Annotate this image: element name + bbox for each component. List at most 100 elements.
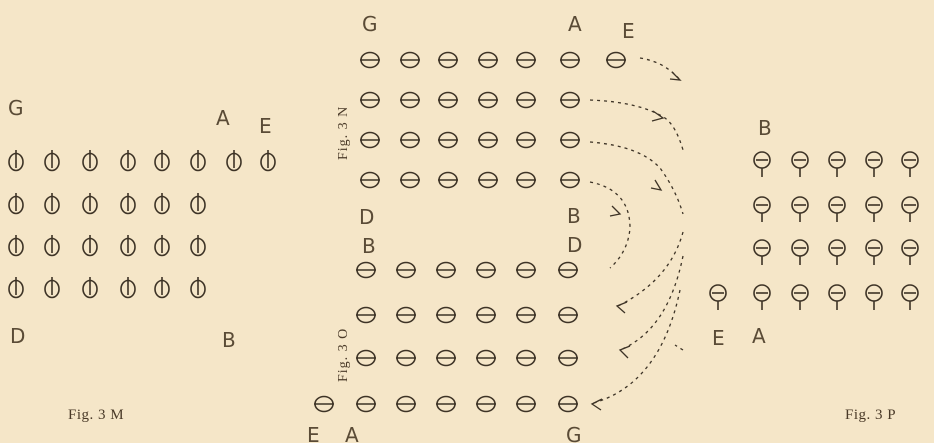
fig-n-glyph xyxy=(516,53,536,68)
fig-p-glyph xyxy=(866,240,882,265)
fig-o-glyph xyxy=(356,263,376,278)
fig-n-glyph xyxy=(516,133,536,148)
fig-n-label-b: B xyxy=(567,204,581,228)
arrow-row-4 xyxy=(590,182,630,268)
fig-m-label-b: B xyxy=(222,328,236,352)
fig-p-glyph xyxy=(902,197,918,222)
fig-o-glyph-e xyxy=(314,397,334,412)
transition-arrows xyxy=(590,58,683,410)
fig-m-glyph xyxy=(45,150,59,171)
fig-m-glyph xyxy=(121,235,135,256)
fig-o-glyph xyxy=(356,308,376,323)
fig-n-glyph xyxy=(438,173,458,188)
fig-m-glyph-e xyxy=(261,150,275,171)
fig-n-glyph xyxy=(360,173,380,188)
fig-m-label-a: A xyxy=(216,106,230,130)
fig-o-glyph xyxy=(436,263,456,278)
fig-n-label-g: G xyxy=(362,12,378,36)
fig-o-glyph xyxy=(476,397,496,412)
fig-o-label-b: B xyxy=(362,234,376,258)
arrow-row-8 xyxy=(675,345,683,350)
fig-o-glyph xyxy=(476,308,496,323)
arrow-row-7 xyxy=(590,290,680,404)
fig-o-glyph xyxy=(558,263,578,278)
fig-o-glyph xyxy=(396,263,416,278)
fig-o-glyph xyxy=(436,397,456,412)
arrow-row-6-head xyxy=(620,346,630,358)
arrow-row-5 xyxy=(618,232,683,306)
fig-n-glyph xyxy=(478,133,498,148)
fig-n-glyph xyxy=(516,173,536,188)
fig-m-glyph xyxy=(83,193,97,214)
fig-p-glyph xyxy=(754,152,770,177)
fig-p-glyph xyxy=(829,152,845,177)
fig-p-glyph xyxy=(902,285,918,310)
fig-p-glyph xyxy=(792,152,808,177)
fig-o-glyph xyxy=(396,308,416,323)
fig-p-glyph xyxy=(866,285,882,310)
fig-p-glyph xyxy=(754,240,770,265)
fig-n-glyph xyxy=(560,53,580,68)
arrow-row-3 xyxy=(590,142,683,214)
fig-m-glyph xyxy=(155,235,169,256)
fig-m-glyph xyxy=(45,193,59,214)
fig-n-glyph xyxy=(400,93,420,108)
fig-o-caption: Fig. 3 O xyxy=(336,328,351,382)
fig-o-glyph xyxy=(558,351,578,366)
fig-n-glyph xyxy=(360,53,380,68)
fig-o-glyph-grid xyxy=(314,263,578,412)
fig-m-glyph xyxy=(155,277,169,298)
fig-m-glyph xyxy=(45,277,59,298)
fig-o-label-a: A xyxy=(345,423,359,443)
fig-n-glyph xyxy=(438,93,458,108)
fig-o-glyph xyxy=(476,263,496,278)
arrow-row-6 xyxy=(620,256,683,350)
fig-m-label-e: E xyxy=(259,114,272,138)
fig-m-glyph-grid xyxy=(9,150,275,298)
fig-n-glyph xyxy=(400,133,420,148)
fig-n-caption: Fig. 3 N xyxy=(336,106,351,160)
fig-o-glyph xyxy=(516,351,536,366)
fig-o-glyph xyxy=(356,351,376,366)
arrow-row-3-head xyxy=(651,180,661,190)
fig-p-caption: Fig. 3 P xyxy=(845,407,896,423)
fig-n-glyph xyxy=(438,53,458,68)
fig-p-glyph xyxy=(792,197,808,222)
fig-o-glyph xyxy=(476,351,496,366)
fig-n-glyph xyxy=(360,93,380,108)
fig-p-glyph xyxy=(866,152,882,177)
fig-n-glyph xyxy=(560,133,580,148)
fig-p-label-e: E xyxy=(712,326,725,350)
fig-n-label-e: E xyxy=(622,19,635,43)
fig-o-glyph xyxy=(356,397,376,412)
fig-m-glyph xyxy=(155,150,169,171)
fig-n-glyph xyxy=(400,173,420,188)
fig-n-glyph xyxy=(516,93,536,108)
fig-m-glyph xyxy=(121,150,135,171)
fig-o-label-e: E xyxy=(307,423,320,443)
fig-m-glyph xyxy=(83,235,97,256)
arrow-row-5-head xyxy=(617,302,627,313)
fig-m-glyph xyxy=(155,193,169,214)
fig-n-label-a: A xyxy=(568,12,582,36)
fig-n-glyph xyxy=(360,133,380,148)
fig-n-glyph xyxy=(478,173,498,188)
fig-n-glyph xyxy=(400,53,420,68)
fig-o-glyph xyxy=(436,351,456,366)
fig-m-glyph xyxy=(191,277,205,298)
fig-m-glyph xyxy=(9,193,23,214)
arrow-row-1-head xyxy=(670,72,680,80)
fig-o-glyph xyxy=(558,397,578,412)
fig-o-glyph xyxy=(516,263,536,278)
fig-p-glyph xyxy=(829,285,845,310)
fig-n-glyph xyxy=(478,53,498,68)
fig-n-glyph xyxy=(438,133,458,148)
fig-p-glyph xyxy=(902,152,918,177)
fig-p-glyph xyxy=(866,197,882,222)
fig-m-caption: Fig. 3 M xyxy=(68,407,124,423)
fig-m-label-g: G xyxy=(8,96,24,120)
arrow-row-2 xyxy=(590,100,683,150)
fig-m-glyph xyxy=(83,277,97,298)
fig-m-label-d: D xyxy=(10,324,25,348)
